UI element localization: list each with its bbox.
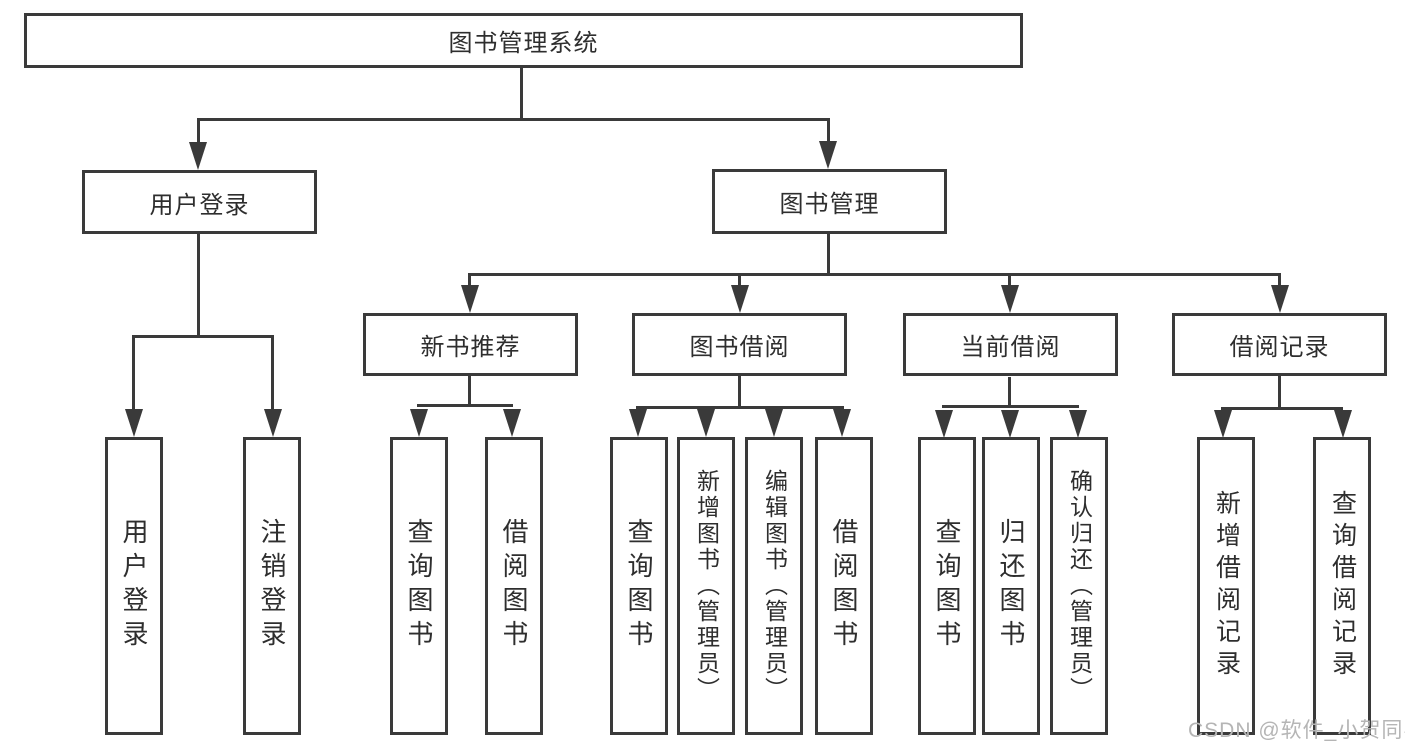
node-label: 注销登录 bbox=[257, 518, 287, 654]
node-bb-query-book: 查询图书 bbox=[610, 437, 668, 735]
arrowhead-icon bbox=[833, 409, 851, 437]
node-user-login: 用户登录 bbox=[82, 170, 317, 234]
node-leaf-logout: 注销登录 bbox=[243, 437, 301, 735]
arrowhead-icon bbox=[264, 409, 282, 437]
connector-line bbox=[271, 335, 274, 415]
node-br-add-record: 新增借阅记录 bbox=[1197, 437, 1255, 735]
arrowhead-icon bbox=[629, 409, 647, 437]
connector-line bbox=[738, 376, 741, 409]
node-cb-confirm-return: 确认归还（管理员） bbox=[1050, 437, 1108, 735]
node-cb-return-book: 归还图书 bbox=[982, 437, 1040, 735]
node-book-management: 图书管理 bbox=[712, 169, 947, 234]
arrowhead-icon bbox=[1001, 285, 1019, 313]
arrowhead-icon bbox=[1271, 285, 1289, 313]
connector-line bbox=[468, 273, 471, 289]
node-br-query-record: 查询借阅记录 bbox=[1313, 437, 1371, 735]
node-label: 用户登录 bbox=[119, 518, 149, 654]
node-label: 编辑图书（管理员） bbox=[761, 469, 788, 703]
arrowhead-icon bbox=[503, 409, 521, 437]
connector-line bbox=[1278, 375, 1281, 410]
node-bb-borrow-book: 借阅图书 bbox=[815, 437, 873, 735]
node-label: 归还图书 bbox=[996, 518, 1026, 654]
connector-line bbox=[827, 234, 830, 275]
arrowhead-icon bbox=[125, 409, 143, 437]
node-current-borrow: 当前借阅 bbox=[903, 313, 1118, 376]
arrowhead-icon bbox=[461, 285, 479, 313]
connector-line bbox=[738, 273, 741, 289]
connector-line bbox=[197, 118, 830, 121]
csdn-watermark: CSDN @软件_小贺同学 bbox=[1188, 719, 1405, 742]
arrowhead-icon bbox=[189, 142, 207, 170]
arrowhead-icon bbox=[731, 285, 749, 313]
node-label: 查询图书 bbox=[404, 518, 434, 654]
connector-line bbox=[1221, 407, 1343, 410]
node-label: 借阅图书 bbox=[499, 518, 529, 654]
arrowhead-icon bbox=[1001, 410, 1019, 438]
arrowhead-icon bbox=[697, 409, 715, 437]
node-rec-query-book: 查询图书 bbox=[390, 437, 448, 735]
connector-line bbox=[827, 118, 830, 148]
connector-line bbox=[417, 404, 513, 407]
arrowhead-icon bbox=[935, 410, 953, 438]
connector-line bbox=[197, 234, 200, 337]
node-label: 查询图书 bbox=[624, 518, 654, 654]
node-label: 新增图书（管理员） bbox=[693, 469, 720, 703]
node-label: 新增借阅记录 bbox=[1212, 490, 1241, 682]
arrowhead-icon bbox=[1069, 410, 1087, 438]
node-label: 借阅图书 bbox=[829, 518, 859, 654]
connector-line bbox=[197, 118, 200, 148]
node-borrow-record: 借阅记录 bbox=[1172, 313, 1387, 376]
node-book-borrow: 图书借阅 bbox=[632, 313, 847, 376]
connector-line bbox=[1008, 273, 1011, 289]
node-library-management-system: 图书管理系统 bbox=[24, 13, 1023, 68]
connector-line bbox=[468, 376, 471, 407]
connector-line bbox=[636, 406, 844, 409]
connector-line bbox=[1278, 273, 1281, 289]
node-label: 查询借阅记录 bbox=[1328, 490, 1357, 682]
node-new-book-recommend: 新书推荐 bbox=[363, 313, 578, 376]
arrowhead-icon bbox=[1214, 410, 1232, 438]
connector-line bbox=[942, 405, 1079, 408]
connector-line bbox=[520, 68, 523, 120]
node-leaf-user-login: 用户登录 bbox=[105, 437, 163, 735]
node-label: 查询图书 bbox=[932, 518, 962, 654]
arrowhead-icon bbox=[765, 409, 783, 437]
arrowhead-icon bbox=[819, 141, 837, 169]
arrowhead-icon bbox=[410, 409, 428, 437]
node-label: 确认归还（管理员） bbox=[1066, 469, 1093, 703]
node-cb-query-book: 查询图书 bbox=[918, 437, 976, 735]
node-bb-edit-book: 编辑图书（管理员） bbox=[745, 437, 803, 735]
node-rec-borrow-book: 借阅图书 bbox=[485, 437, 543, 735]
arrowhead-icon bbox=[1334, 410, 1352, 438]
connector-line bbox=[468, 273, 1281, 276]
connector-line bbox=[132, 335, 135, 415]
connector-line bbox=[1008, 377, 1011, 408]
node-bb-add-book: 新增图书（管理员） bbox=[677, 437, 735, 735]
connector-line bbox=[132, 335, 274, 338]
